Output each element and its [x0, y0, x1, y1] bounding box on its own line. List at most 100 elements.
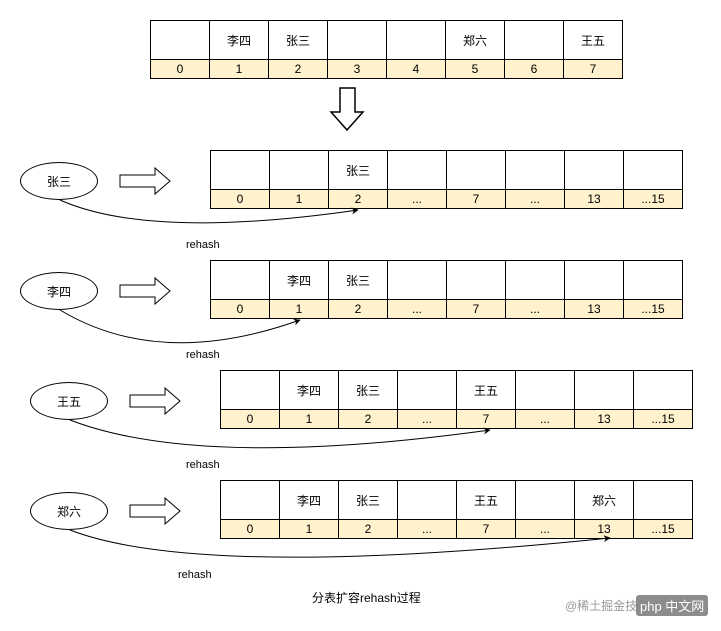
expanded-name-row: 李四 张三 王五 郑六 [220, 480, 693, 520]
watermark-right: php 中文网 [636, 595, 709, 616]
index-cell: 7 [456, 409, 516, 429]
index-cell: 0 [220, 519, 280, 539]
name-cell [446, 260, 506, 300]
main-name-cell [327, 20, 387, 60]
name-cell [633, 370, 693, 410]
main-index-cell: 4 [386, 59, 446, 79]
index-cell: 2 [328, 189, 388, 209]
index-cell: 13 [574, 409, 634, 429]
main-index-cell: 0 [150, 59, 210, 79]
name-cell: 李四 [269, 260, 329, 300]
index-cell: 1 [269, 189, 329, 209]
name-cell [397, 480, 457, 520]
index-cell: ... [505, 189, 565, 209]
index-cell: ...15 [623, 189, 683, 209]
name-cell: 郑六 [574, 480, 634, 520]
main-index-cell: 5 [445, 59, 505, 79]
name-cell [220, 370, 280, 410]
index-cell: ... [387, 299, 447, 319]
index-cell: 1 [269, 299, 329, 319]
main-index-cell: 7 [563, 59, 623, 79]
name-cell: 王五 [456, 480, 516, 520]
right-arrow-icon [129, 386, 181, 416]
index-cell: ... [397, 409, 457, 429]
index-cell: 2 [328, 299, 388, 319]
name-cell: 张三 [338, 480, 398, 520]
index-cell: 7 [446, 299, 506, 319]
index-cell: ... [505, 299, 565, 319]
main-index-cell: 6 [504, 59, 564, 79]
index-cell: ... [515, 409, 575, 429]
name-cell [633, 480, 693, 520]
name-cell [397, 370, 457, 410]
main-index-cell: 1 [209, 59, 269, 79]
rehash-label: rehash [186, 459, 220, 471]
main-name-cell: 王五 [563, 20, 623, 60]
index-cell: ... [387, 189, 447, 209]
key-ellipse: 李四 [20, 272, 98, 310]
key-ellipse: 王五 [30, 382, 108, 420]
expanded-index-row: 0 1 2 ... 7 ... 13 ...15 [220, 519, 693, 539]
index-cell: ...15 [633, 519, 693, 539]
index-cell: ...15 [633, 409, 693, 429]
index-cell: ... [397, 519, 457, 539]
main-name-cell [504, 20, 564, 60]
main-name-cell: 张三 [268, 20, 328, 60]
index-cell: 7 [446, 189, 506, 209]
name-cell [623, 150, 683, 190]
index-cell: 2 [338, 409, 398, 429]
main-hash-table: 李四 张三 郑六 王五 0 1 2 3 4 5 6 7 [150, 20, 623, 79]
main-index-cell: 2 [268, 59, 328, 79]
rehash-label: rehash [186, 239, 220, 251]
down-arrow-icon [329, 87, 365, 132]
rehash-label: rehash [186, 349, 220, 361]
expanded-name-row: 李四 张三 王五 [220, 370, 693, 410]
index-cell: 13 [564, 189, 624, 209]
expanded-name-row: 张三 [210, 150, 683, 190]
main-name-cell: 李四 [209, 20, 269, 60]
name-cell [387, 150, 447, 190]
name-cell [574, 370, 634, 410]
index-cell: ...15 [623, 299, 683, 319]
index-cell: 13 [564, 299, 624, 319]
name-cell: 李四 [279, 370, 339, 410]
name-cell: 李四 [279, 480, 339, 520]
main-index-cell: 3 [327, 59, 387, 79]
expanded-index-row: 0 1 2 ... 7 ... 13 ...15 [210, 189, 683, 209]
right-arrow-icon [119, 166, 171, 196]
name-cell [623, 260, 683, 300]
index-cell: 0 [210, 189, 270, 209]
right-arrow-icon [129, 496, 181, 526]
index-cell: 0 [210, 299, 270, 319]
expanded-table: 李四 张三 王五 0 1 2 ... 7 ... 13 ...15 [220, 370, 693, 429]
expanded-table: 李四 张三 0 1 2 ... 7 ... 13 ...15 [210, 260, 683, 319]
main-name-cell [150, 20, 210, 60]
key-ellipse: 郑六 [30, 492, 108, 530]
name-cell [564, 150, 624, 190]
name-cell [269, 150, 329, 190]
right-arrow-icon [119, 276, 171, 306]
index-cell: 0 [220, 409, 280, 429]
name-cell [210, 150, 270, 190]
name-cell: 张三 [338, 370, 398, 410]
name-cell: 王五 [456, 370, 516, 410]
key-ellipse: 张三 [20, 162, 98, 200]
name-cell: 张三 [328, 260, 388, 300]
name-cell [505, 150, 565, 190]
main-table-index-row: 0 1 2 3 4 5 6 7 [150, 59, 623, 79]
expanded-table: 张三 0 1 2 ... 7 ... 13 ...15 [210, 150, 683, 209]
expanded-index-row: 0 1 2 ... 7 ... 13 ...15 [220, 409, 693, 429]
index-cell: 7 [456, 519, 516, 539]
name-cell [505, 260, 565, 300]
main-table-name-row: 李四 张三 郑六 王五 [150, 20, 623, 60]
name-cell [446, 150, 506, 190]
expanded-table: 李四 张三 王五 郑六 0 1 2 ... 7 ... 13 ...15 [220, 480, 693, 539]
name-cell [564, 260, 624, 300]
diagram-caption: 分表扩容rehash过程 [312, 591, 421, 605]
name-cell [220, 480, 280, 520]
name-cell [387, 260, 447, 300]
name-cell [210, 260, 270, 300]
index-cell: 1 [279, 519, 339, 539]
main-name-cell: 郑六 [445, 20, 505, 60]
